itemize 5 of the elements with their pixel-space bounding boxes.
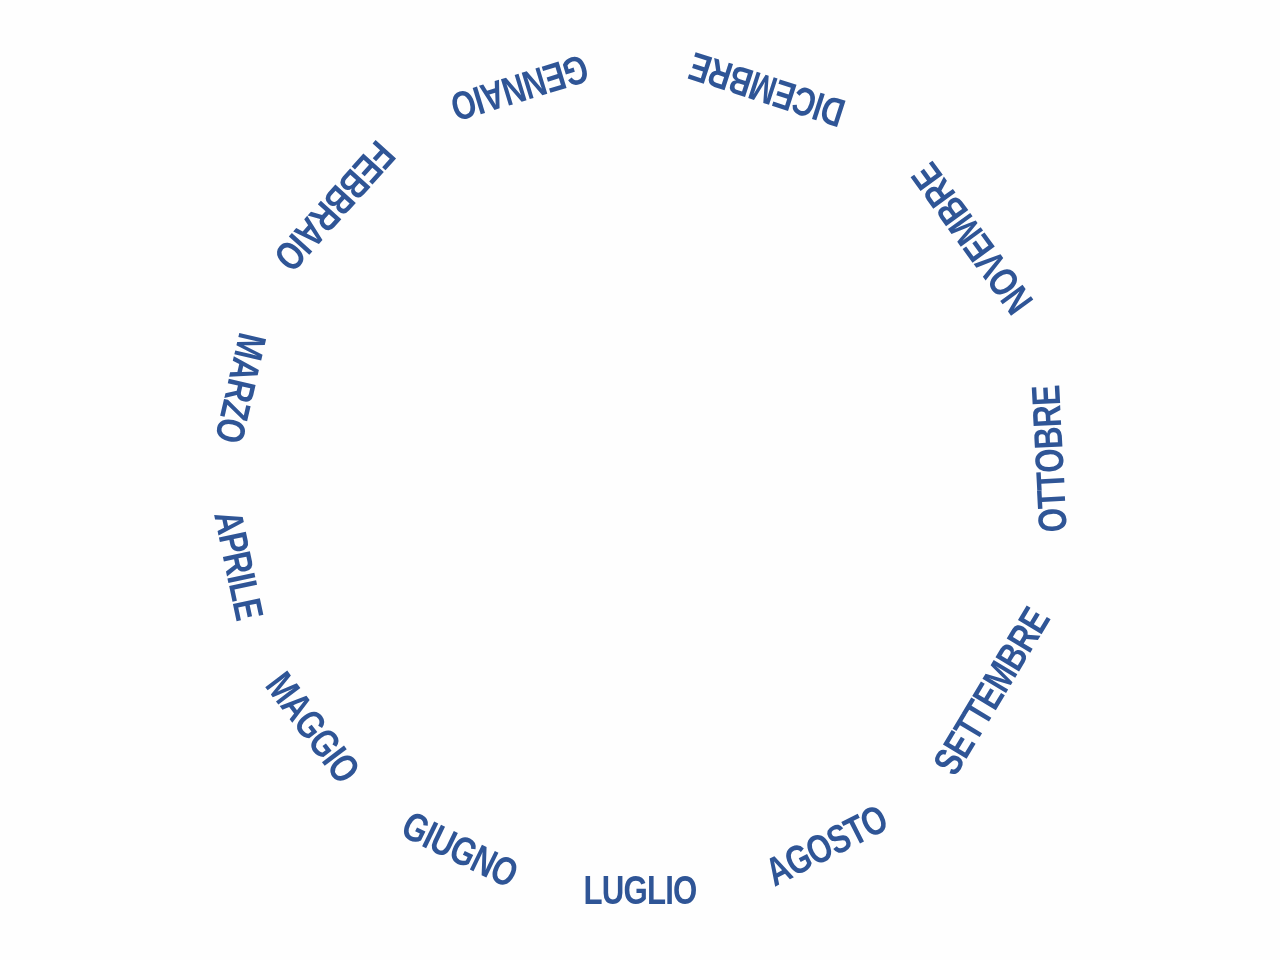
month-label: LUGLIO [583, 870, 697, 910]
month-label: MARZO [208, 329, 273, 447]
month-label: APRILE [208, 507, 270, 624]
month-label: OTTOBRE [1025, 384, 1074, 533]
month-label: GENNAIO [447, 48, 593, 128]
